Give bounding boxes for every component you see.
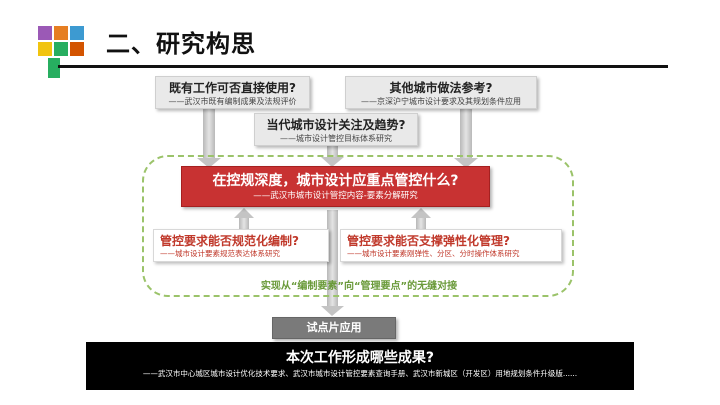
results-sub: ——武汉市中心城区城市设计优化技术要求、武汉市城市设计管控要素查询手册、武汉市新… [142,369,578,378]
flexible-sub: ——城市设计要素刚弹性、分区、分时操作体系研究 [347,249,520,258]
arrow-trends-to-core [321,145,344,167]
other-cities-box: 其他城市做法参考? ——京深沪宁城市设计要求及其规划条件应用 [345,76,537,109]
existing-work-box: 既有工作可否直接使用? ——武汉市既有编制成果及法规评价 [155,76,310,109]
standardize-box: 管控要求能否规范化编制? ——城市设计要素规范表达体系研究 [153,229,329,262]
results-question: 本次工作形成哪些成果? [285,350,435,366]
existing-work-question: 既有工作可否直接使用? [169,81,296,95]
arrow-standardize-to-core [234,208,254,230]
results-box: 本次工作形成哪些成果? ——武汉市中心城区城市设计优化技术要求、武汉市城市设计管… [86,342,634,390]
logo-square-yellow [38,42,52,56]
logo-square-green [54,42,68,56]
other-cities-sub: ——京深沪宁城市设计要求及其规划条件应用 [361,97,521,106]
logo-square-green-bottom [48,58,60,78]
core-question: 在控规深度，城市设计应重点管控什么? [212,173,459,189]
trends-question: 当代城市设计关注及趋势? [266,118,406,132]
arrow-flexible-to-core [411,208,431,230]
logo-square-blue [70,26,84,40]
standardize-sub: ——城市设计要素规范表达体系研究 [160,249,280,258]
trends-sub: ——城市设计管控目标体系研究 [280,134,392,143]
trends-box: 当代城市设计关注及趋势? ——城市设计管控目标体系研究 [254,113,418,146]
arrow-other-cities-to-core [454,108,478,168]
core-question-box: 在控规深度，城市设计应重点管控什么? ——武汉市城市设计管控内容-要素分解研究 [181,166,490,207]
core-sub: ——武汉市城市设计管控内容-要素分解研究 [253,191,418,201]
arrow-existing-to-core [197,108,221,168]
page-title: 二、研究构思 [106,30,256,58]
logo-square-dark-orange [70,42,84,56]
seamless-link-caption: 实现从“编制要素”向“管理要点”的无缝对接 [260,281,458,292]
other-cities-question: 其他城市做法参考? [389,81,493,95]
standardize-question: 管控要求能否规范化编制? [160,234,299,248]
arrow-core-to-pilot [321,210,344,316]
header-divider [58,65,668,68]
logo-square-purple [38,26,52,40]
flexible-box: 管控要求能否支撑弹性化管理? ——城市设计要素刚弹性、分区、分时操作体系研究 [340,229,562,262]
dashed-focus-region [142,155,574,297]
pilot-application-box: 试点片应用 [272,317,396,339]
logo-square-orange [54,26,68,40]
flexible-question: 管控要求能否支撑弹性化管理? [347,234,510,248]
existing-work-sub: ——武汉市既有编制成果及法规评价 [168,97,297,106]
